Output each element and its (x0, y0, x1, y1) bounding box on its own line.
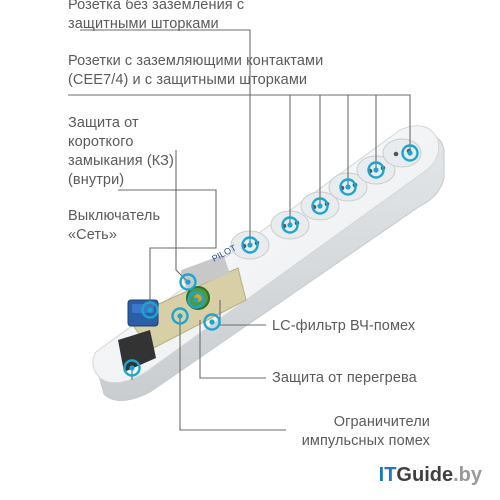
label-socket-no-ground: Розетка без заземления с защитными шторк… (68, 0, 245, 32)
leader-overheat (199, 320, 266, 379)
marker-short-circuit (179, 273, 197, 291)
leader-switch (118, 189, 217, 310)
marker-lc-filter (203, 313, 221, 331)
leader-socket-no-ground (80, 29, 251, 245)
marker-switch (141, 301, 159, 319)
marker-socket-2 (281, 216, 299, 234)
marker-socket-1 (241, 236, 259, 254)
watermark-prefix: IT (378, 464, 397, 486)
watermark-suffix: .by (453, 464, 482, 486)
leader-short-circuit (175, 150, 189, 283)
marker-cable (123, 359, 141, 377)
watermark-name: Guide (396, 464, 454, 486)
label-lc-filter: LC-фильтр ВЧ-помех (272, 318, 416, 334)
leader-lines (68, 29, 411, 431)
label-limiters: Ограничители импульсных помех (301, 414, 430, 449)
marker-dots (129, 150, 413, 371)
leader-sockets-ground (68, 94, 411, 153)
watermark-badge: ITGuide.by (368, 460, 492, 490)
marker-limiters (171, 307, 189, 325)
marker-overheat (187, 291, 205, 309)
leader-limiters (179, 316, 286, 431)
label-switch: Выключатель «Сеть» (68, 208, 161, 243)
marker-socket-5 (367, 161, 385, 179)
marker-socket-6 (401, 144, 419, 162)
marker-socket-3 (311, 197, 329, 215)
label-overheat: Защита от перегрева (272, 370, 417, 386)
markers (123, 144, 419, 377)
label-sockets-ground: Розетки с заземляющими контактами (CEE7/… (68, 53, 324, 88)
label-short-circuit: Защита от короткого замыкания (КЗ) (внут… (68, 115, 174, 188)
marker-socket-4 (339, 178, 357, 196)
